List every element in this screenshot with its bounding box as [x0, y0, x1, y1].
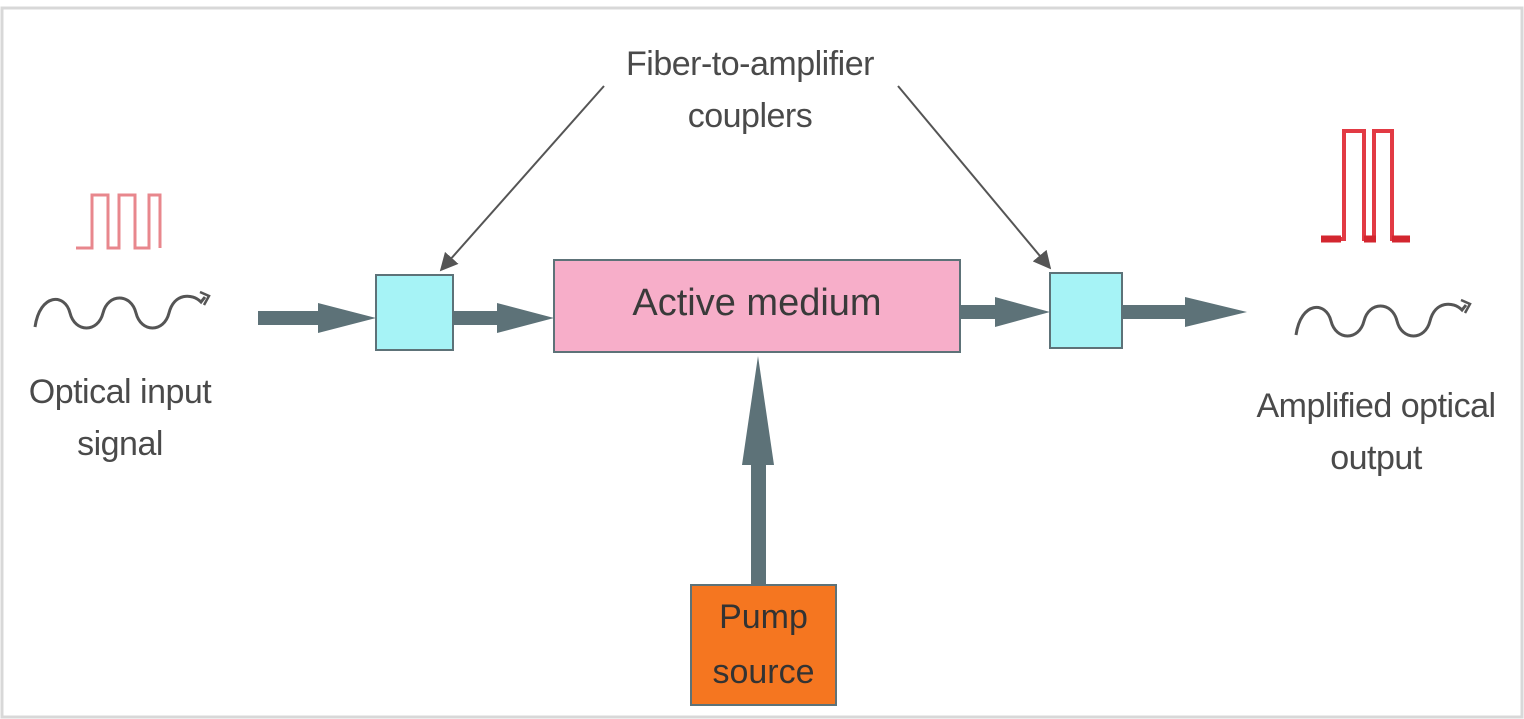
output-arrow: [1122, 297, 1247, 327]
input-signal-label-line-1: Optical input: [28, 373, 212, 411]
active-medium-block: [553, 259, 961, 353]
output-wave: [1294, 302, 1468, 338]
medium-to-coupler-arrow: [960, 297, 1050, 327]
output-signal-label-line-2: output: [1330, 439, 1422, 477]
pump-source-block: [690, 584, 837, 706]
input-pulse-train: [76, 193, 162, 250]
coupler-pointer-left: [439, 85, 605, 272]
input-signal-label-line-2: signal: [77, 425, 163, 463]
input-coupler: [375, 274, 454, 351]
output-wave-arrowhead: [1460, 298, 1472, 314]
output-signal-label-line-1: Amplified optical: [1256, 387, 1496, 425]
input-signal-label: Optical input signal: [0, 366, 240, 470]
pump-source-label-line-1: Pump: [719, 598, 808, 636]
pump-source-label: Pump source: [691, 590, 836, 700]
couplers-label-line-2: couplers: [687, 97, 813, 135]
input-wave: [33, 294, 207, 330]
output-signal-label: Amplified optical output: [1228, 380, 1524, 484]
coupler-to-medium-arrow: [453, 303, 554, 333]
coupler-pointer-right: [897, 85, 1052, 270]
pump-arrow: [742, 356, 774, 585]
couplers-label: Fiber-to-amplifier couplers: [540, 38, 960, 142]
input-wave-arrowhead: [199, 290, 211, 306]
couplers-label-line-1: Fiber-to-amplifier: [626, 45, 874, 83]
active-medium-label: Active medium: [632, 282, 882, 324]
pump-source-label-line-2: source: [712, 653, 815, 691]
output-coupler: [1049, 272, 1123, 349]
input-arrow: [258, 303, 376, 333]
